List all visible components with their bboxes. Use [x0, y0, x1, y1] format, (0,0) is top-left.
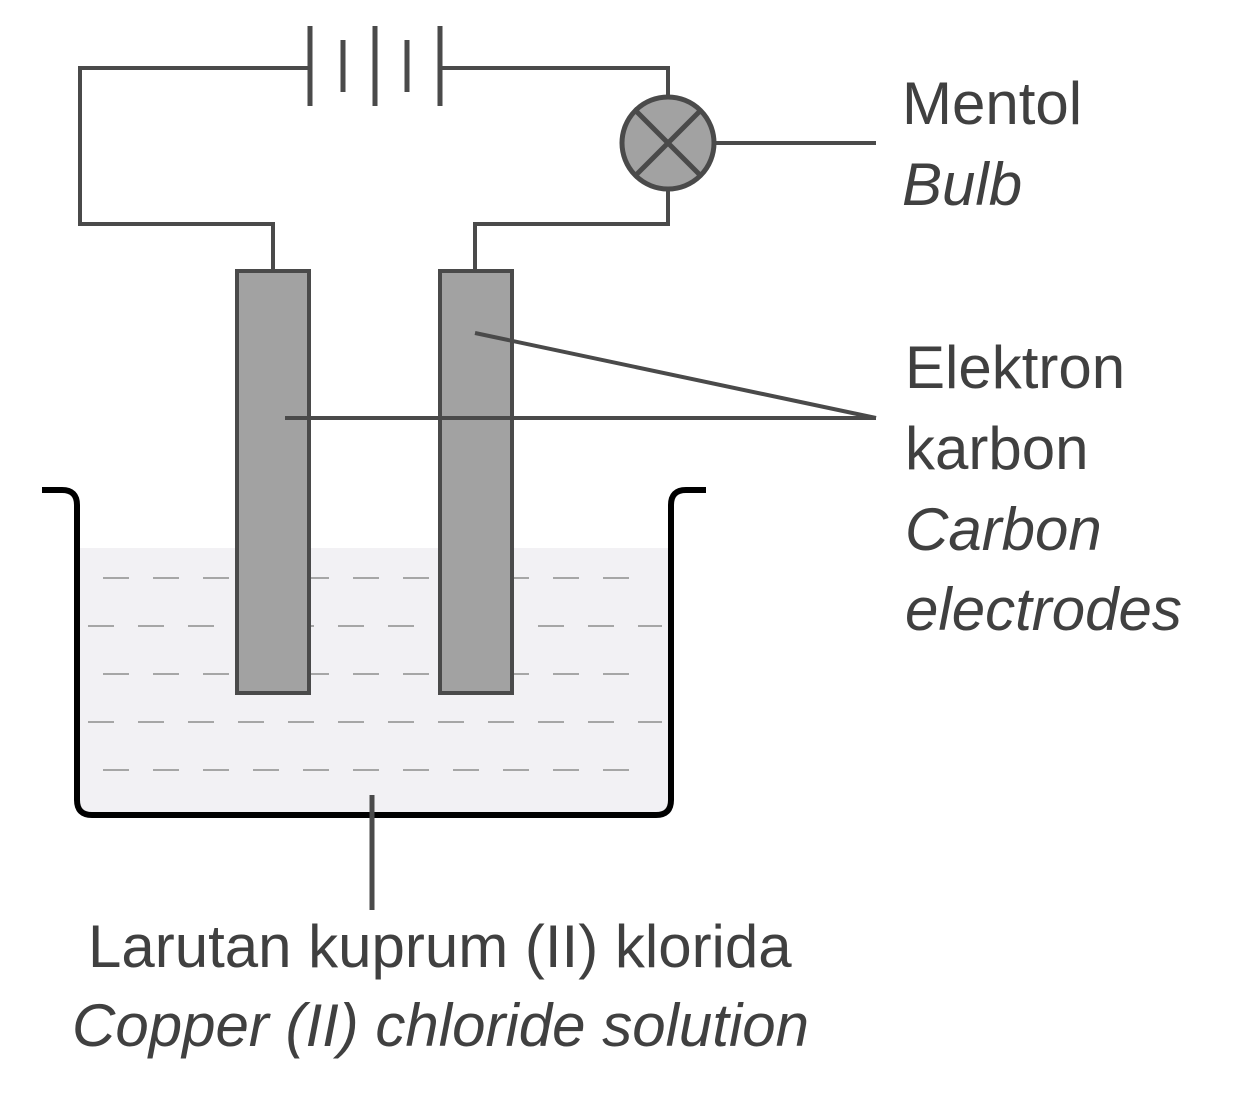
electrode-label-leaders	[285, 331, 877, 420]
bulb-label-ms: Mentol	[902, 70, 1083, 137]
solution	[77, 548, 671, 813]
electrode-label-en-line2: electrodes	[905, 576, 1182, 643]
electrode-left	[235, 269, 311, 695]
solution-label-en: Copper (II) chloride solution	[72, 992, 810, 1059]
electrode-right	[438, 269, 514, 695]
solution-dash-lines	[88, 577, 662, 771]
bulb-label-en: Bulb	[902, 151, 1023, 218]
battery	[307, 26, 443, 106]
electrode-label-ms-line1: Elektron	[905, 334, 1126, 401]
electrode-label-ms-line2: karbon	[905, 415, 1089, 482]
bulb-icon	[619, 94, 717, 192]
circuit-wires	[78, 66, 670, 270]
electrode-label-en-line1: Carbon	[905, 496, 1102, 563]
solution-label-ms: Larutan kuprum (II) klorida	[88, 913, 792, 980]
